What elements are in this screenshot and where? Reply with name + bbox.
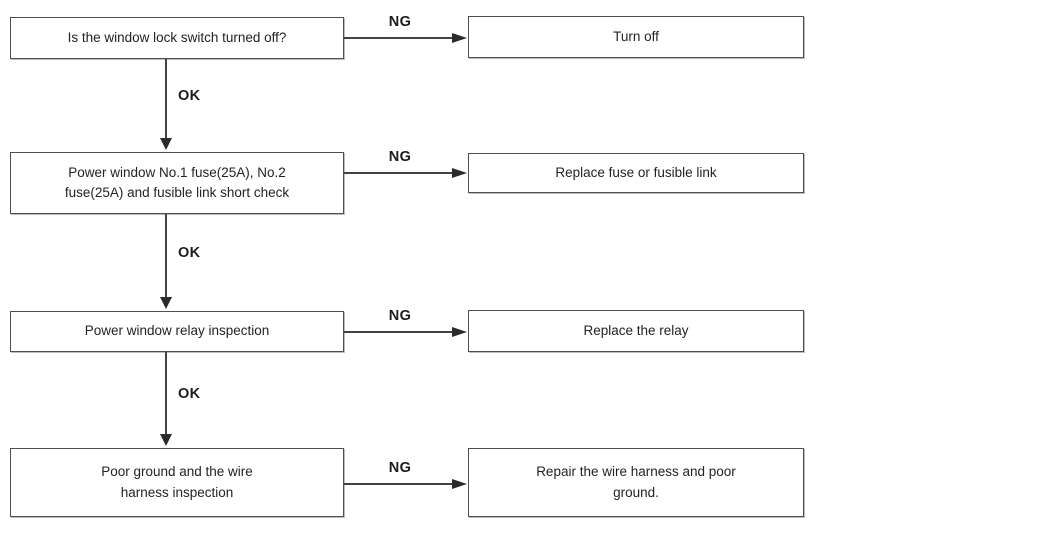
ok-connector-line-2 (165, 214, 167, 298)
ng-arrow-line-4 (344, 483, 453, 485)
ok-arrowhead-icon-2 (160, 297, 172, 309)
action-box-replace-fuse: Replace fuse or fusible link (468, 153, 804, 193)
step-box-window-lock-switch: Is the window lock switch turned off? (10, 17, 344, 59)
ok-label-2: OK (178, 245, 201, 261)
ng-arrow-line-3 (344, 331, 453, 333)
ng-arrowhead-icon-1 (452, 32, 467, 43)
ok-connector-line-3 (165, 352, 167, 435)
ng-label-4: NG (388, 460, 412, 476)
ok-arrowhead-icon-3 (160, 434, 172, 446)
ng-label-1: NG (388, 14, 412, 30)
ok-connector-line-1 (165, 59, 167, 139)
action-box-turn-off: Turn off (468, 16, 804, 58)
step-box-relay-inspection: Power window relay inspection (10, 311, 344, 352)
ok-label-3: OK (178, 386, 201, 402)
ng-label-2: NG (388, 149, 412, 165)
step-box-ground-harness-inspection: Poor ground and the wire harness inspect… (10, 448, 344, 517)
ng-label-3: NG (388, 308, 412, 324)
action-box-replace-relay: Replace the relay (468, 310, 804, 352)
ok-arrowhead-icon-1 (160, 138, 172, 150)
ng-arrow-line-2 (344, 172, 453, 174)
action-box-repair-harness: Repair the wire harness and poor ground. (468, 448, 804, 517)
step-box-fuse-short-check: Power window No.1 fuse(25A), No.2 fuse(2… (10, 152, 344, 214)
ng-arrowhead-icon-2 (452, 167, 467, 178)
ng-arrow-line-1 (344, 37, 453, 39)
ng-arrowhead-icon-3 (452, 326, 467, 337)
ng-arrowhead-icon-4 (452, 478, 467, 489)
ok-label-1: OK (178, 88, 201, 104)
